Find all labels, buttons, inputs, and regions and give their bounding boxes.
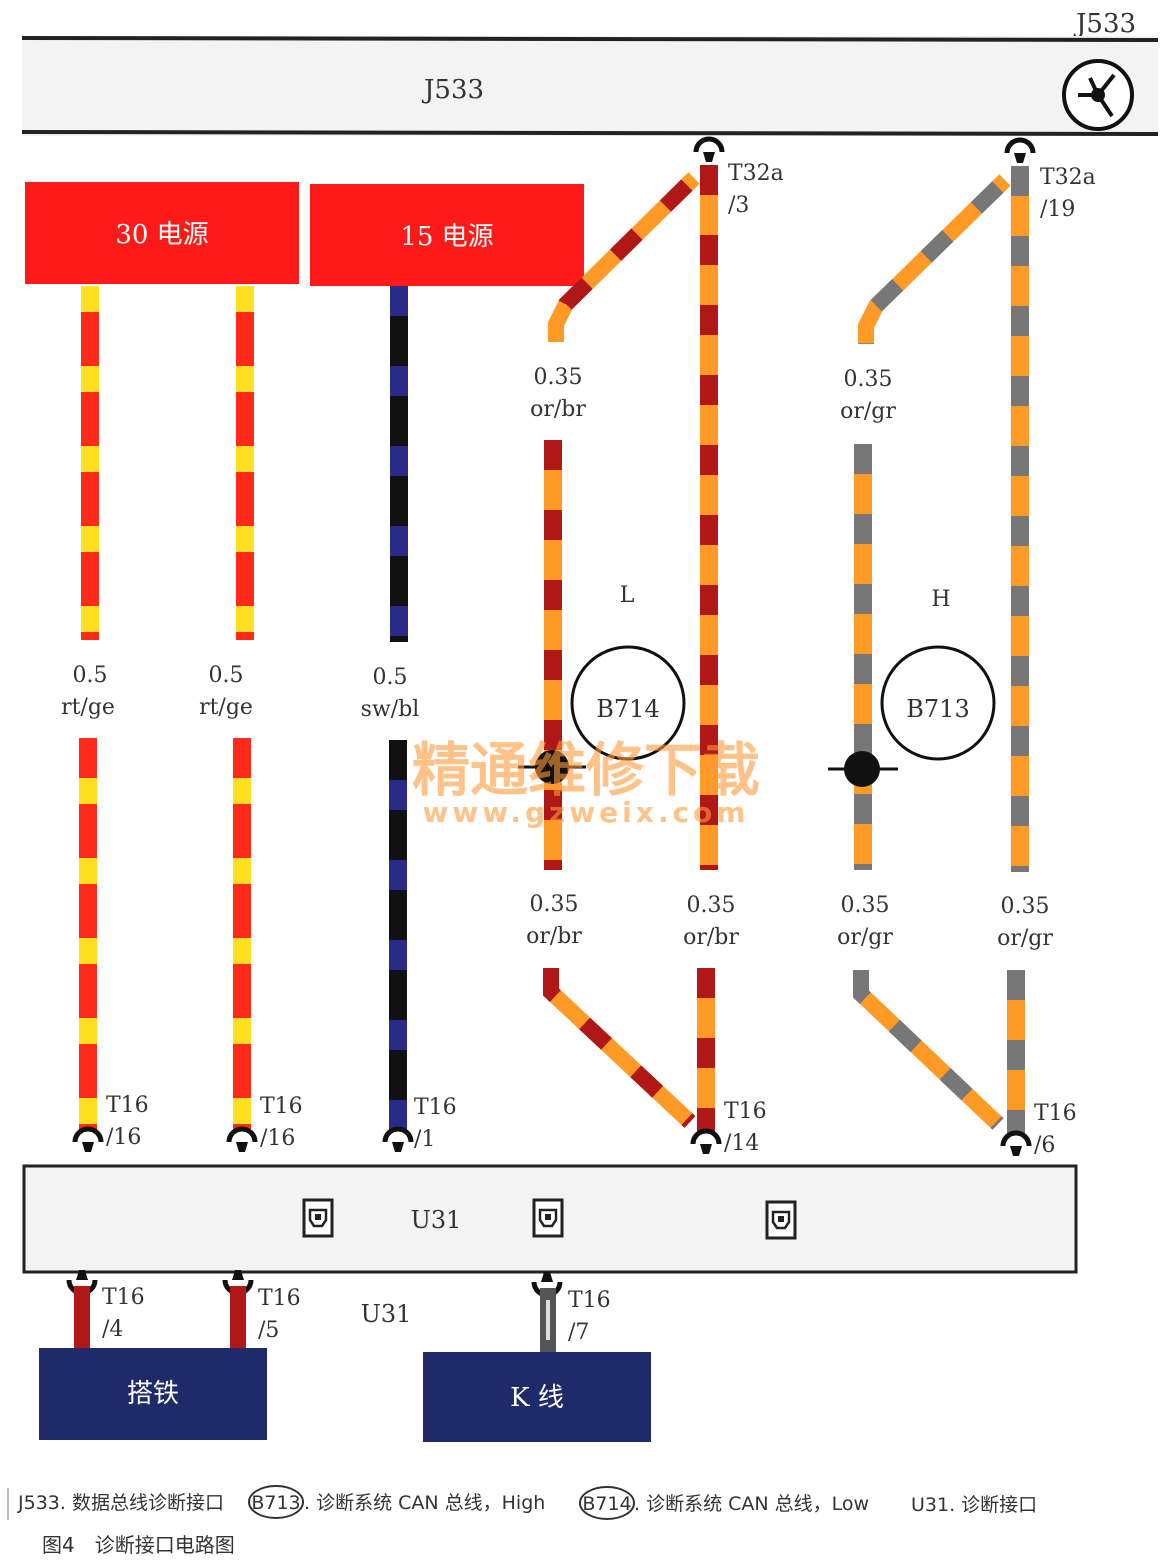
u31-pin4-b: /4: [102, 1317, 123, 1342]
u31-bar-label: U31: [411, 1206, 462, 1234]
wire-w2: [233, 286, 254, 1130]
can-low-bottom-pin-a: T16: [724, 1099, 767, 1124]
w2-pin-a: T16: [260, 1094, 303, 1119]
ground-box: [39, 1348, 267, 1440]
b713-circle: [880, 645, 996, 761]
wire-w3-size: 0.5: [373, 665, 408, 690]
legend-j533: J533. 数据总线诊断接口: [17, 1492, 224, 1514]
can-high-upper-color: or/gr: [840, 399, 896, 424]
u31-pin4-a: T16: [102, 1285, 145, 1310]
b714-label: B714: [596, 695, 659, 723]
legend-b713: B713: [251, 1492, 300, 1514]
j533-bar: [22, 36, 1158, 136]
power-30-label: 30 电源: [115, 220, 208, 250]
legend-b714-ring: [579, 1486, 635, 1520]
j533-bar-label: J533: [421, 75, 484, 105]
wire-w1-color: rt/ge: [61, 695, 115, 720]
w3-pin-b: /1: [414, 1127, 435, 1152]
can-high-lower-left-size: 0.35: [841, 893, 890, 918]
can-low-upper-color: or/br: [530, 397, 586, 422]
legend-low: . 诊断系统 CAN 总线，Low: [634, 1493, 869, 1515]
figure-caption: 图4 诊断接口电路图: [42, 1533, 235, 1557]
wire-w3-color: sw/bl: [361, 697, 420, 722]
can-high-top-pin-a: T32a: [1040, 165, 1096, 190]
watermark-cn: 精通维修下载: [412, 736, 760, 804]
j533-corner-label: J533: [1073, 9, 1136, 39]
b714-circle: [570, 645, 686, 761]
power-15-box: [310, 184, 584, 286]
can-low-letter: L: [620, 583, 635, 608]
can-low-lower-left-size: 0.35: [530, 892, 579, 917]
can-low-upper-size: 0.35: [534, 365, 583, 390]
legend-b713-ring: [248, 1485, 304, 1519]
can-low-top-pin-b: /3: [728, 193, 749, 218]
u31-pin5-a: T16: [258, 1286, 301, 1311]
u31-pin7-b: /7: [568, 1320, 589, 1345]
ground-box-label: 搭铁: [127, 1379, 179, 1409]
can-high-bottom-pin-a: T16: [1034, 1101, 1077, 1126]
can-high-lower-right-size: 0.35: [1001, 894, 1050, 919]
can-low-lower-right-color: or/br: [683, 925, 739, 950]
watermark-url: www.gzweix.com: [423, 796, 750, 829]
u31-below-label: U31: [361, 1300, 412, 1328]
wire-w1: [79, 286, 99, 1130]
j533-bar-bottom-edge: [21, 130, 1159, 136]
wire-w2-color: rt/ge: [199, 695, 253, 720]
ground-wires: [74, 1286, 246, 1352]
j533-bar-top-edge: [21, 36, 1159, 42]
u31-pin5-b: /5: [258, 1318, 279, 1343]
b713-label: B713: [906, 695, 969, 723]
w1-pin-a: T16: [106, 1093, 149, 1118]
k-line-box: [423, 1352, 651, 1442]
can-low-lower-right-size: 0.35: [687, 893, 736, 918]
can-high-lower-left-color: or/gr: [837, 925, 893, 950]
legend-b714: B714: [582, 1493, 631, 1515]
wire-w1-size: 0.5: [73, 663, 108, 688]
wire-can-high: [828, 166, 1029, 1134]
can-low-bottom-pin-b: /14: [724, 1131, 759, 1156]
can-high-letter: H: [931, 587, 950, 612]
legend-u31: U31. 诊断接口: [911, 1494, 1037, 1516]
u31-pin7-a: T16: [568, 1288, 611, 1313]
star-symbol-icon: [1062, 59, 1134, 131]
can-high-lower-right-color: or/gr: [997, 926, 1053, 951]
k-line-box-label: K 线: [510, 1383, 564, 1413]
wire-can-low: [518, 165, 718, 1132]
power-30-box: [25, 182, 299, 284]
can-high-upper-size: 0.35: [844, 367, 893, 392]
k-line-wire: [540, 1288, 556, 1352]
can-high-top-pin-b: /19: [1040, 197, 1075, 222]
can-low-lower-left-color: or/br: [526, 924, 582, 949]
wire-w3: [389, 286, 408, 1130]
power-15-label: 15 电源: [400, 222, 493, 252]
w2-pin-b: /16: [260, 1126, 295, 1151]
legend-high: . 诊断系统 CAN 总线，High: [304, 1492, 545, 1514]
w3-pin-a: T16: [414, 1095, 457, 1120]
can-high-bottom-pin-b: /6: [1034, 1133, 1055, 1158]
can-low-top-pin-a: T32a: [728, 161, 784, 186]
wire-w2-size: 0.5: [209, 663, 244, 688]
w1-pin-b: /16: [106, 1125, 141, 1150]
